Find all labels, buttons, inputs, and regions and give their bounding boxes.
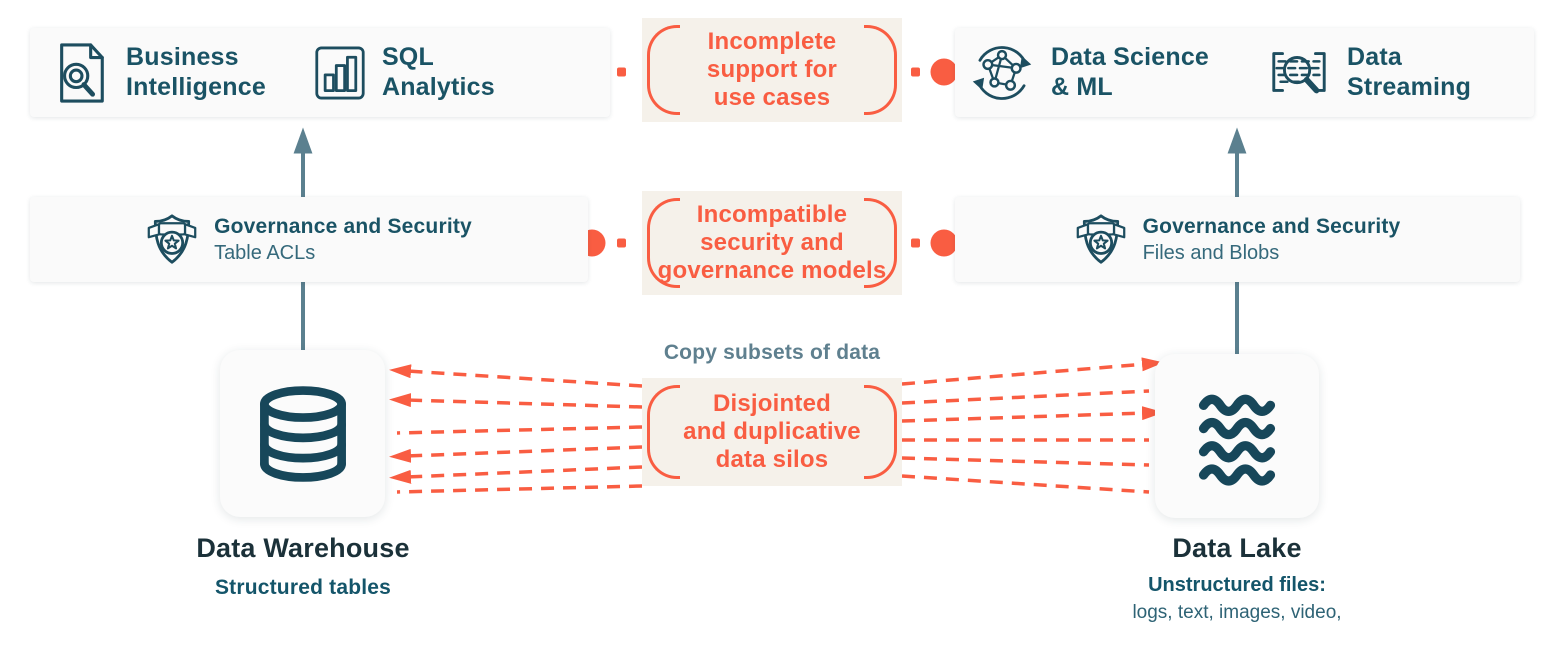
data-lake-subtitle-bold: Unstructured files: bbox=[1148, 574, 1326, 596]
callout-security: Incompatible security and governance mod… bbox=[642, 191, 902, 295]
bracket-right bbox=[864, 385, 897, 479]
document-search-icon bbox=[60, 42, 104, 103]
sql-analytics-label: SQL Analytics bbox=[381, 43, 495, 101]
data-warehouse-card bbox=[220, 350, 385, 517]
governance-right-item: Governance and Security Files and Blobs bbox=[1075, 212, 1401, 268]
business-intelligence-label: Business Intelligence bbox=[126, 43, 266, 101]
waves-icon bbox=[1198, 394, 1276, 486]
sql-analytics-item: SQL Analytics bbox=[314, 43, 495, 102]
callout-silos-text: Disjointed and duplicative data silos bbox=[683, 389, 861, 474]
copy-lines-right bbox=[901, 357, 1164, 494]
data-lake-title: Data Lake bbox=[1172, 533, 1302, 563]
callout-use-cases: Incomplete support for use cases bbox=[642, 18, 902, 122]
bracket-right bbox=[864, 25, 897, 115]
security-badge-icon bbox=[1076, 213, 1125, 264]
callout-security-text: Incompatible security and governance mod… bbox=[657, 200, 887, 285]
data-streaming-label: Data Streaming bbox=[1347, 43, 1472, 101]
callout-use-cases-text: Incomplete support for use cases bbox=[706, 27, 838, 112]
bracket-left bbox=[647, 25, 680, 115]
callout-silos: Disjointed and duplicative data silos bbox=[642, 378, 902, 486]
copy-subsets-label: Copy subsets of data bbox=[663, 341, 881, 364]
top-right-card: Data Science & ML Data Streaming bbox=[955, 28, 1534, 117]
data-science-ml-label: Data Science & ML bbox=[1051, 43, 1210, 101]
bar-chart-icon bbox=[315, 46, 365, 99]
copy-lines-left bbox=[389, 364, 643, 494]
governance-left-subtitle: Table ACLs bbox=[214, 242, 316, 265]
governance-right-title: Governance and Security bbox=[1142, 214, 1401, 238]
database-icon bbox=[259, 385, 346, 482]
data-lake-card bbox=[1155, 354, 1319, 518]
data-lake-subtitle: Unstructured files: logs, text, images, … bbox=[1062, 573, 1412, 625]
governance-right-card: Governance and Security Files and Blobs bbox=[955, 197, 1520, 282]
data-streaming-item: Data Streaming bbox=[1267, 43, 1471, 102]
top-left-card: Business Intelligence SQL Analytics bbox=[30, 28, 610, 117]
governance-left-item: Governance and Security Table ACLs bbox=[146, 212, 472, 268]
governance-right-subtitle: Files and Blobs bbox=[1142, 242, 1280, 265]
network-graph-icon bbox=[972, 45, 1032, 100]
security-badge-icon bbox=[147, 213, 197, 264]
data-lake-subtitle-rest: logs, text, images, video, bbox=[1132, 602, 1342, 623]
governance-left-title: Governance and Security bbox=[214, 214, 472, 238]
data-warehouse-title: Data Warehouse bbox=[196, 533, 410, 563]
governance-left-card: Governance and Security Table ACLs bbox=[30, 197, 588, 282]
data-warehouse-subtitle: Structured tables bbox=[214, 576, 392, 599]
bracket-left bbox=[647, 385, 680, 479]
data-science-ml-item: Data Science & ML bbox=[969, 40, 1209, 106]
business-intelligence-item: Business Intelligence bbox=[52, 41, 266, 105]
stream-search-icon bbox=[1272, 51, 1326, 93]
